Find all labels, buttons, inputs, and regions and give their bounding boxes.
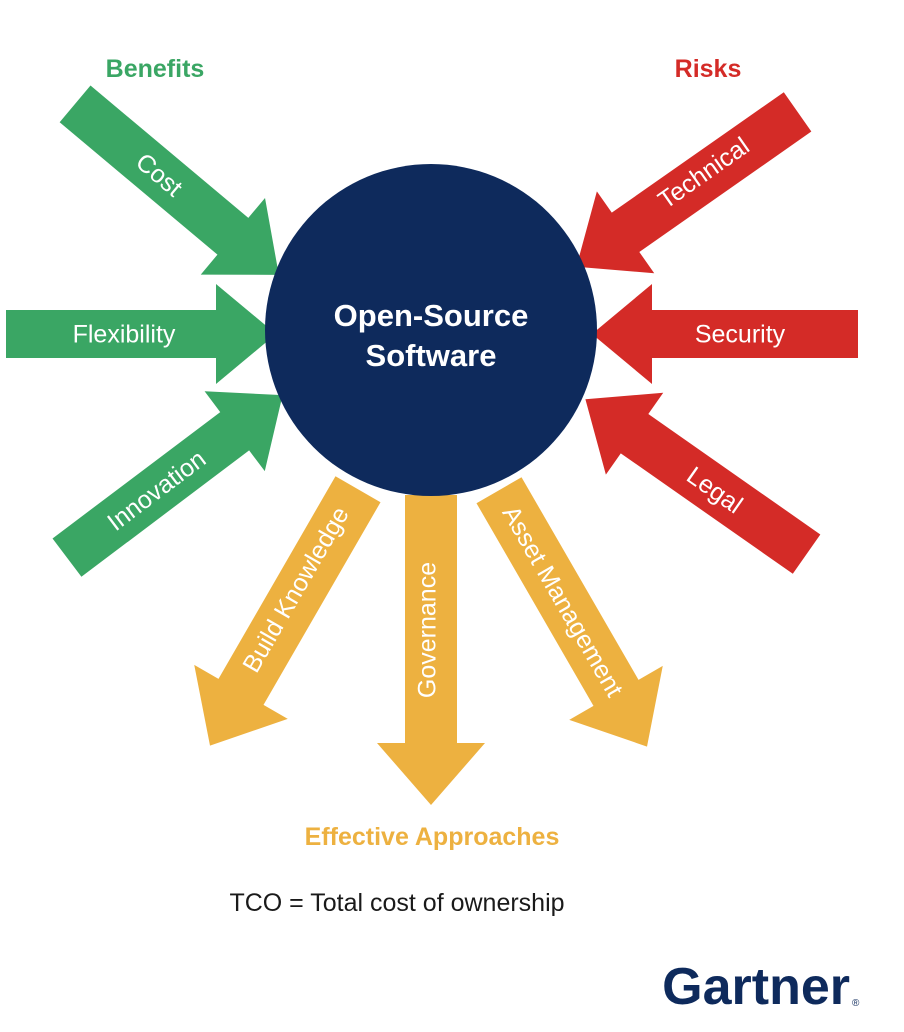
center-label-line1: Open-Source: [334, 298, 529, 333]
arrow-asset-management-shape: [476, 477, 663, 747]
arrow-innovation-shape: [52, 391, 283, 577]
arrow-governance: Governance: [377, 495, 485, 805]
arrow-asset-management-label: Asset Management: [496, 501, 628, 702]
arrow-build-knowledge: Build Knowledge: [194, 476, 381, 746]
arrow-cost-shape: [59, 85, 279, 275]
arrow-flexibility-shape: [6, 284, 276, 384]
arrow-innovation: Innovation: [52, 391, 283, 577]
center-label-line2: Software: [366, 338, 497, 373]
arrow-asset-management: Asset Management: [476, 477, 663, 747]
center-circle: [265, 164, 597, 496]
arrow-technical: Technical: [576, 92, 812, 274]
arrow-build-knowledge-shape: [194, 476, 381, 746]
arrow-security: Security: [592, 284, 858, 384]
benefits-title: Benefits: [106, 55, 205, 83]
arrow-flexibility-label: Flexibility: [73, 321, 176, 349]
arrow-legal-shape: [585, 392, 821, 574]
arrow-cost: Cost: [59, 85, 279, 275]
arrow-build-knowledge-label: Build Knowledge: [237, 502, 354, 677]
gartner-logo: Gartner: [662, 958, 850, 1016]
arrow-governance-label: Governance: [414, 562, 442, 698]
risks-title: Risks: [675, 55, 742, 83]
tco-footnote: TCO = Total cost of ownership: [229, 889, 564, 917]
approaches-title: Effective Approaches: [305, 823, 560, 851]
arrow-technical-shape: [576, 92, 812, 274]
registered-mark: ®: [852, 998, 860, 1009]
arrow-governance-shape: [377, 495, 485, 805]
arrow-flexibility: Flexibility: [6, 284, 276, 384]
arrow-security-label: Security: [695, 321, 786, 349]
arrow-security-shape: [592, 284, 858, 384]
arrow-legal: Legal: [585, 392, 821, 574]
